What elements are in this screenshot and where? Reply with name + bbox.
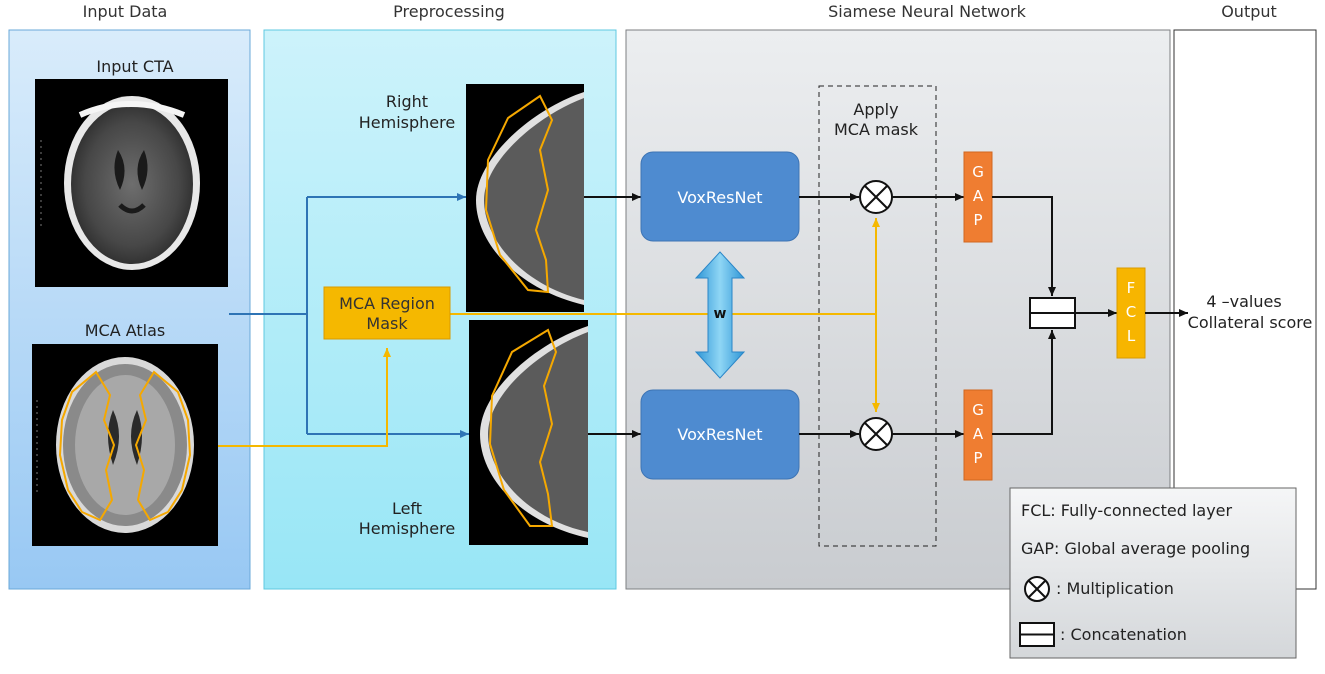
gap-bottom-letter-1: G	[972, 401, 984, 419]
voxresnet-bottom-label: VoxResNet	[677, 425, 762, 444]
gap-top-letter-2: A	[973, 187, 984, 205]
legend: FCL: Fully-connected layer GAP: Global a…	[1009, 487, 1297, 659]
shared-weight-label: w	[714, 306, 727, 322]
left-hemisphere-label-line1: Left	[392, 499, 422, 518]
output-line2: Collateral score	[1188, 313, 1313, 332]
section-title-input: Input Data	[83, 2, 168, 21]
right-mask-outline	[484, 94, 554, 294]
apply-mca-mask-box	[818, 85, 937, 547]
mca-atlas-label: MCA Atlas	[85, 321, 166, 340]
left-mask-outline	[488, 328, 558, 527]
right-hemisphere-image	[466, 84, 584, 312]
legend-fcl: FCL: Fully-connected layer	[1021, 501, 1233, 520]
gap-top-letter-3: P	[973, 211, 982, 229]
arrow-gap-bottom-to-concat	[992, 330, 1056, 435]
section-title-preprocessing: Preprocessing	[393, 2, 505, 21]
input-cta-image	[35, 79, 228, 287]
section-title-output: Output	[1221, 2, 1277, 21]
fcl-letter-3: L	[1127, 327, 1136, 345]
mca-region-mask-box	[323, 286, 451, 340]
right-hemisphere-label-line1: Right	[386, 92, 428, 111]
section-title-network: Siamese Neural Network	[828, 2, 1027, 21]
apply-mca-mask-line2: MCA mask	[834, 120, 919, 139]
fcl-box	[1116, 267, 1146, 359]
legend-concatenation: : Concatenation	[1060, 625, 1187, 644]
fcl-letter-2: C	[1126, 303, 1136, 321]
apply-mca-mask-line1: Apply	[853, 100, 898, 119]
left-hemisphere-image	[469, 320, 588, 545]
atlas-mask-right-outline	[134, 370, 192, 522]
legend-multiplication: : Multiplication	[1056, 579, 1174, 598]
gap-bottom-box	[963, 389, 993, 481]
mask-connector	[218, 218, 880, 447]
output-line1: 4 –values	[1206, 292, 1281, 311]
input-cta-label: Input CTA	[96, 57, 173, 76]
gap-bottom-letter-3: P	[973, 449, 982, 467]
atlas-mask-left-outline	[58, 370, 116, 522]
gap-top-box	[963, 151, 993, 243]
gap-bottom-letter-2: A	[973, 425, 984, 443]
multiply-icon-bottom	[859, 417, 893, 451]
concatenation-icon	[1029, 297, 1076, 329]
right-hemisphere-label-line2: Hemisphere	[359, 113, 455, 132]
legend-multiply-icon	[1024, 576, 1050, 602]
legend-concat-icon	[1019, 622, 1055, 647]
mca-region-mask-line1: MCA Region	[339, 294, 435, 313]
mca-region-mask-line2: Mask	[366, 314, 408, 333]
arrow-gap-top-to-concat	[992, 196, 1056, 296]
multiply-icon-top	[859, 180, 893, 214]
mca-atlas-image	[32, 344, 218, 546]
weight-share-icon: w	[694, 251, 746, 379]
fcl-letter-1: F	[1127, 279, 1136, 297]
left-hemisphere-label-line2: Hemisphere	[359, 519, 455, 538]
gap-top-letter-1: G	[972, 163, 984, 181]
voxresnet-top-label: VoxResNet	[677, 188, 762, 207]
legend-gap: GAP: Global average pooling	[1021, 539, 1250, 558]
